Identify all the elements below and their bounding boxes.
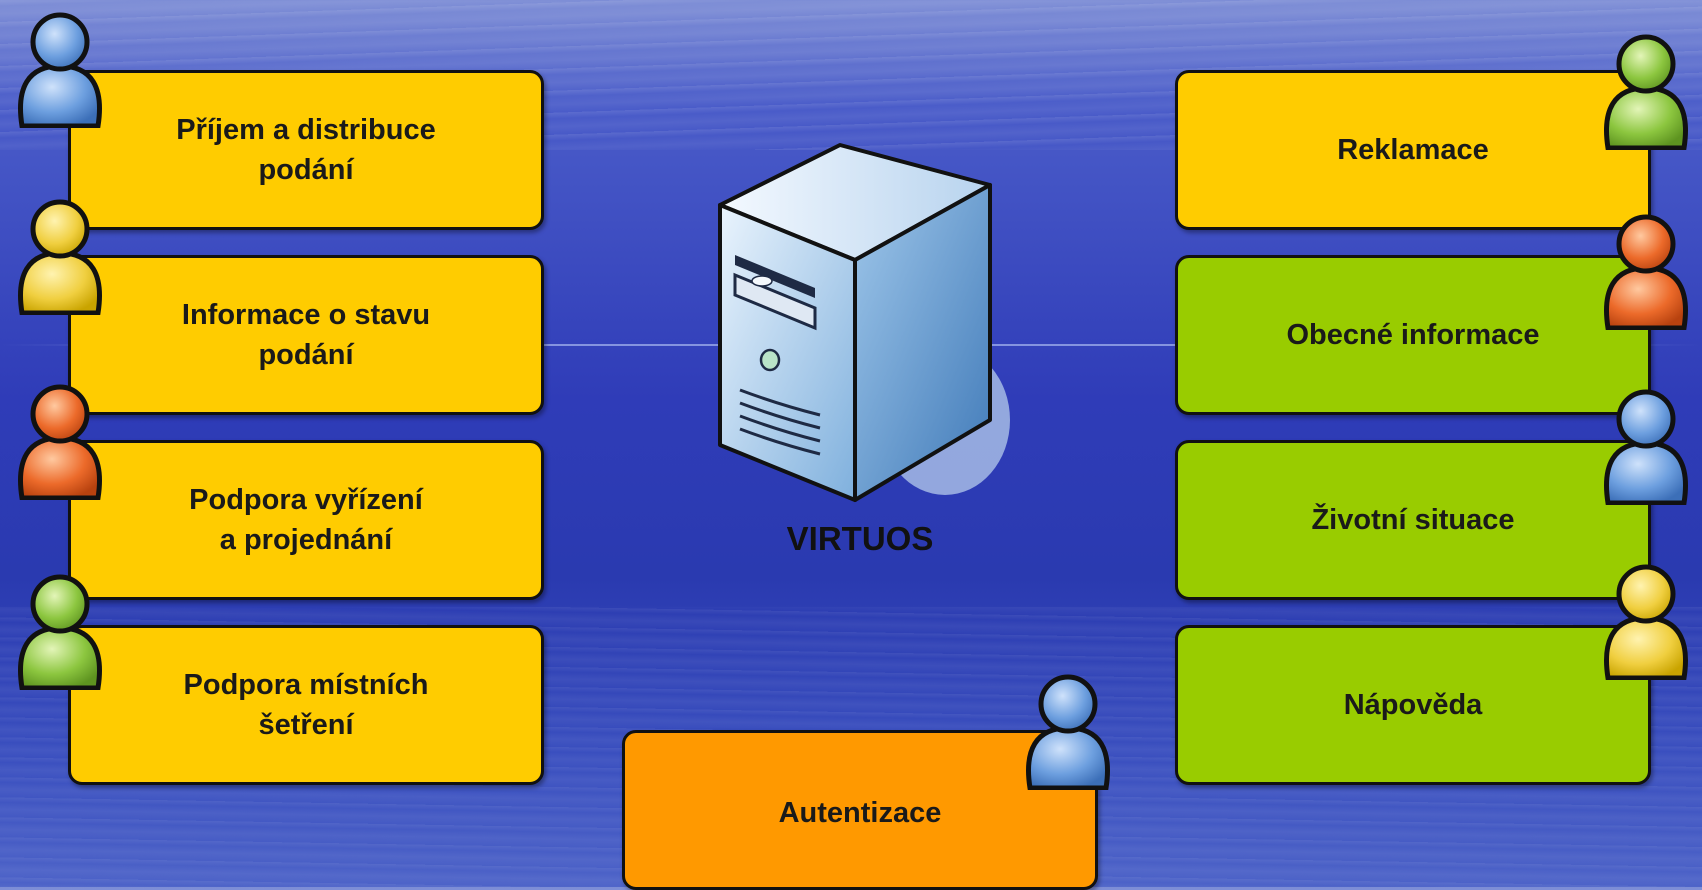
box-reklamace[interactable]: Reklamace (1175, 70, 1651, 230)
box-label: Nápověda (1343, 689, 1483, 721)
box-zivotni-situace[interactable]: Životní situace (1175, 440, 1651, 600)
user-orange-icon (1604, 214, 1688, 330)
box-label: Podpora místních šetření (183, 669, 429, 741)
box-label: Autentizace (778, 797, 942, 829)
box-label: Obecné informace (1286, 319, 1540, 351)
user-orange-icon (18, 384, 102, 500)
box-napoveda[interactable]: Nápověda (1175, 625, 1651, 785)
user-blue-icon (1604, 389, 1688, 505)
box-label: Životní situace (1311, 504, 1515, 536)
box-label: Podpora vyřízení a projednání (189, 484, 423, 556)
user-blue-icon (1026, 674, 1110, 790)
server-icon (718, 143, 1010, 502)
box-obecne-informace[interactable]: Obecné informace (1175, 255, 1651, 415)
box-informace-stav[interactable]: Informace o stavu podání (68, 255, 544, 415)
user-yellow-icon (1604, 564, 1688, 680)
box-podpora-vyrizeni[interactable]: Podpora vyřízení a projednání (68, 440, 544, 600)
box-label: Reklamace (1337, 134, 1489, 166)
box-label: Příjem a distribuce podání (176, 114, 436, 186)
server-label: VIRTUOS (786, 520, 934, 557)
box-prijem-distribuce[interactable]: Příjem a distribuce podání (68, 70, 544, 230)
user-yellow-icon (18, 199, 102, 315)
box-label: Informace o stavu podání (181, 299, 431, 371)
user-green-icon (1604, 34, 1688, 150)
box-podpora-setreni[interactable]: Podpora místních šetření (68, 625, 544, 785)
user-green-icon (18, 574, 102, 690)
user-blue-icon (18, 12, 102, 128)
